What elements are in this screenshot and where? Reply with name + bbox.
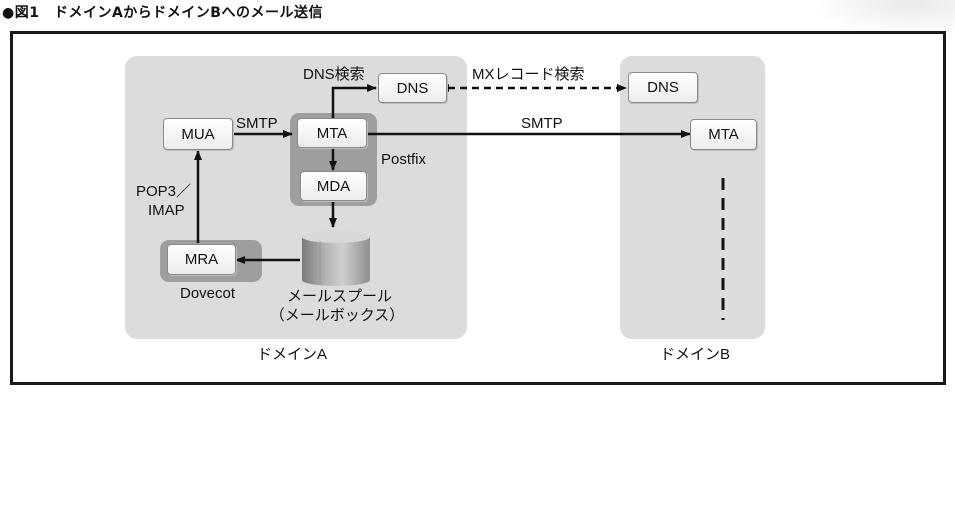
domain-b-region <box>620 56 765 339</box>
domain-b-label: ドメインB <box>660 346 731 363</box>
imap-label: IMAP <box>148 202 185 219</box>
mta-node: MTA <box>297 118 367 148</box>
mda-node: MDA <box>300 171 367 201</box>
arrow-mta-dns <box>331 84 377 120</box>
mua-node: MUA <box>163 118 233 150</box>
mx-lookup-label: MXレコード検索 <box>472 66 585 83</box>
mra-node: MRA <box>167 244 236 275</box>
smtp-label-internal: SMTP <box>236 115 278 132</box>
dns-node-b: DNS <box>628 72 698 103</box>
dovecot-label: Dovecot <box>180 285 236 302</box>
smtp-label-external: SMTP <box>521 115 563 132</box>
domain-a-label: ドメインA <box>257 346 328 363</box>
dns-lookup-label: DNS検索 <box>303 66 365 83</box>
dns-node-a: DNS <box>378 73 447 103</box>
mail-spool-label: メールスプール <box>287 288 393 305</box>
corner-decoration <box>815 0 955 34</box>
figure-caption: ●図1 ドメインAからドメインBへのメール送信 <box>2 5 323 21</box>
pop3-label: POP3／ <box>136 183 192 200</box>
postfix-label: Postfix <box>381 151 427 168</box>
mta-node-b: MTA <box>690 119 757 150</box>
mailbox-label: （メールボックス） <box>269 307 405 324</box>
